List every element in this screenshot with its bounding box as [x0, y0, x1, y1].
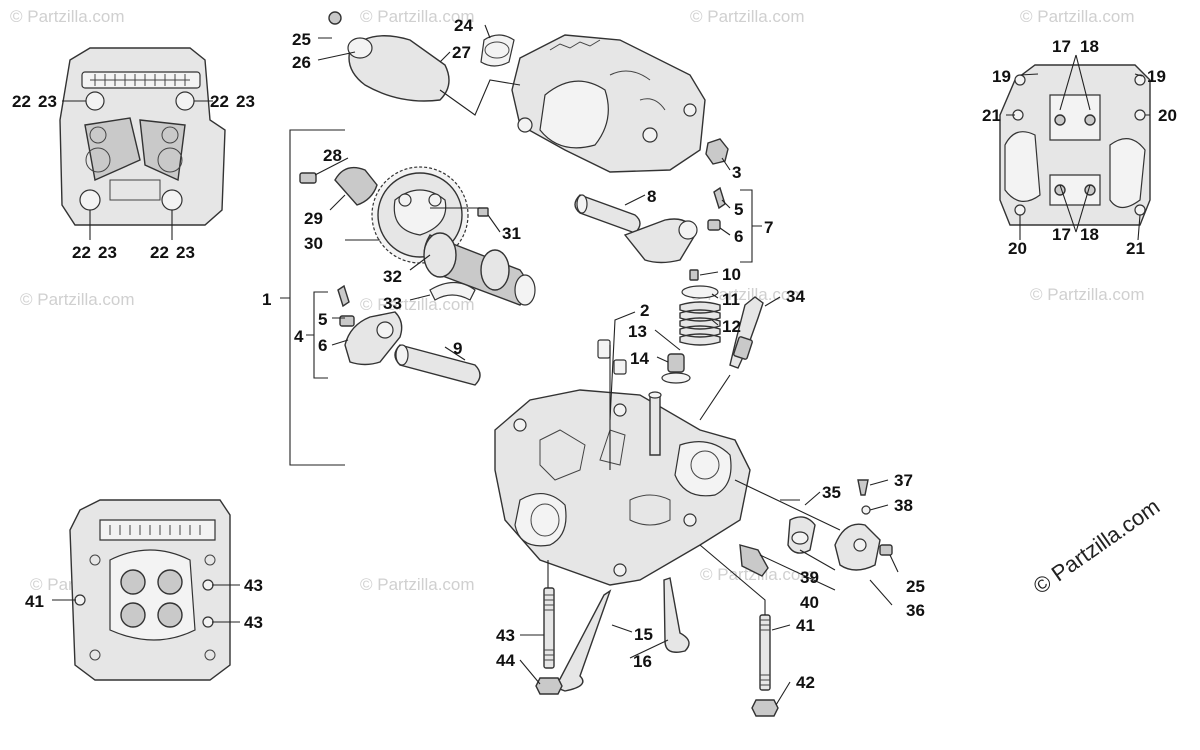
- callout-34: 34: [786, 287, 805, 306]
- callout-3: 3: [732, 163, 741, 182]
- callout-20: 20: [1008, 239, 1027, 258]
- callout-10: 10: [722, 265, 741, 284]
- callout-17: 17: [1052, 37, 1071, 56]
- callout-22: 22: [210, 92, 229, 111]
- callout-43: 43: [496, 626, 515, 645]
- callout-21: 21: [1126, 239, 1145, 258]
- callouts: 1 2 3 4 5 5 6 6 7 8 9 10 11 12 13 14 15 …: [12, 16, 1177, 692]
- callout-31: 31: [502, 224, 521, 243]
- callout-16: 16: [633, 652, 652, 671]
- callout-15: 15: [634, 625, 653, 644]
- callout-40: 40: [800, 593, 819, 612]
- callout-6: 6: [318, 336, 327, 355]
- callout-22: 22: [150, 243, 169, 262]
- callout-23: 23: [176, 243, 195, 262]
- sensor-housing: [734, 479, 899, 606]
- callout-12: 12: [722, 317, 741, 336]
- callout-19: 19: [992, 67, 1011, 86]
- watermark: © Partzilla.com: [10, 7, 125, 26]
- watermark: © Partzilla.com: [690, 7, 805, 26]
- callout-8: 8: [647, 187, 656, 206]
- callout-7: 7: [764, 218, 773, 237]
- callout-28: 28: [323, 146, 342, 165]
- valve-cover: [511, 34, 731, 173]
- callout-30: 30: [304, 234, 323, 253]
- callout-38: 38: [894, 496, 913, 515]
- callout-14: 14: [630, 349, 649, 368]
- callout-41: 41: [25, 592, 44, 611]
- callout-23: 23: [236, 92, 255, 111]
- callout-2: 2: [640, 301, 649, 320]
- callout-21: 21: [982, 106, 1001, 125]
- callout-29: 29: [304, 209, 323, 228]
- callout-6: 6: [734, 227, 743, 246]
- callout-11: 11: [722, 290, 740, 309]
- watermark: © Partzilla.com: [360, 575, 475, 594]
- callout-5: 5: [734, 200, 743, 219]
- cylinder-head-right-view: [999, 54, 1151, 241]
- cylinder-head-bottom-view: [52, 499, 240, 681]
- callout-43: 43: [244, 576, 263, 595]
- valves: [555, 577, 690, 692]
- callout-37: 37: [894, 471, 913, 490]
- callout-1: 1: [262, 290, 271, 309]
- callout-9: 9: [453, 339, 462, 358]
- callout-44: 44: [496, 651, 515, 670]
- copyright-notice: © Partzilla.com: [1029, 494, 1165, 600]
- studs-and-nuts: [519, 544, 791, 717]
- tensioner-cap: [317, 11, 521, 116]
- callout-36: 36: [906, 601, 925, 620]
- callout-22: 22: [12, 92, 31, 111]
- callout-27: 27: [452, 43, 471, 62]
- watermark: © Partzilla.com: [360, 7, 475, 26]
- callout-20: 20: [1158, 106, 1177, 125]
- callout-25: 25: [292, 30, 311, 49]
- callout-42: 42: [796, 673, 815, 692]
- callout-35: 35: [822, 483, 841, 502]
- callout-26: 26: [292, 53, 311, 72]
- callout-4: 4: [294, 327, 304, 346]
- valve-train: [654, 269, 721, 384]
- callout-13: 13: [628, 322, 647, 341]
- callout-23: 23: [98, 243, 117, 262]
- callout-25: 25: [906, 577, 925, 596]
- callout-17: 17: [1052, 225, 1071, 244]
- rocker-arm-intake: [574, 186, 762, 264]
- rocker-arm-exhaust: [331, 284, 481, 386]
- callout-32: 32: [383, 267, 402, 286]
- callout-33: 33: [383, 294, 402, 313]
- callout-39: 39: [800, 568, 819, 587]
- watermark: © Partzilla.com: [1020, 7, 1135, 26]
- callout-23: 23: [38, 92, 57, 111]
- watermark: © Partzilla.com: [1030, 285, 1145, 304]
- callout-24: 24: [454, 16, 473, 35]
- callout-18: 18: [1080, 225, 1099, 244]
- spark-plug: [699, 296, 781, 421]
- callout-22: 22: [72, 243, 91, 262]
- watermark: © Partzilla.com: [360, 295, 475, 314]
- callout-18: 18: [1080, 37, 1099, 56]
- cylinder-head-main: [494, 311, 751, 586]
- callout-5: 5: [318, 310, 327, 329]
- callout-43: 43: [244, 613, 263, 632]
- group-bracket-1: [280, 129, 345, 466]
- camshaft-assembly: [299, 157, 536, 306]
- cylinder-head-top-view: [59, 47, 226, 240]
- callout-41: 41: [796, 616, 815, 635]
- callout-19: 19: [1147, 67, 1166, 86]
- watermark: © Partzilla.com: [20, 290, 135, 309]
